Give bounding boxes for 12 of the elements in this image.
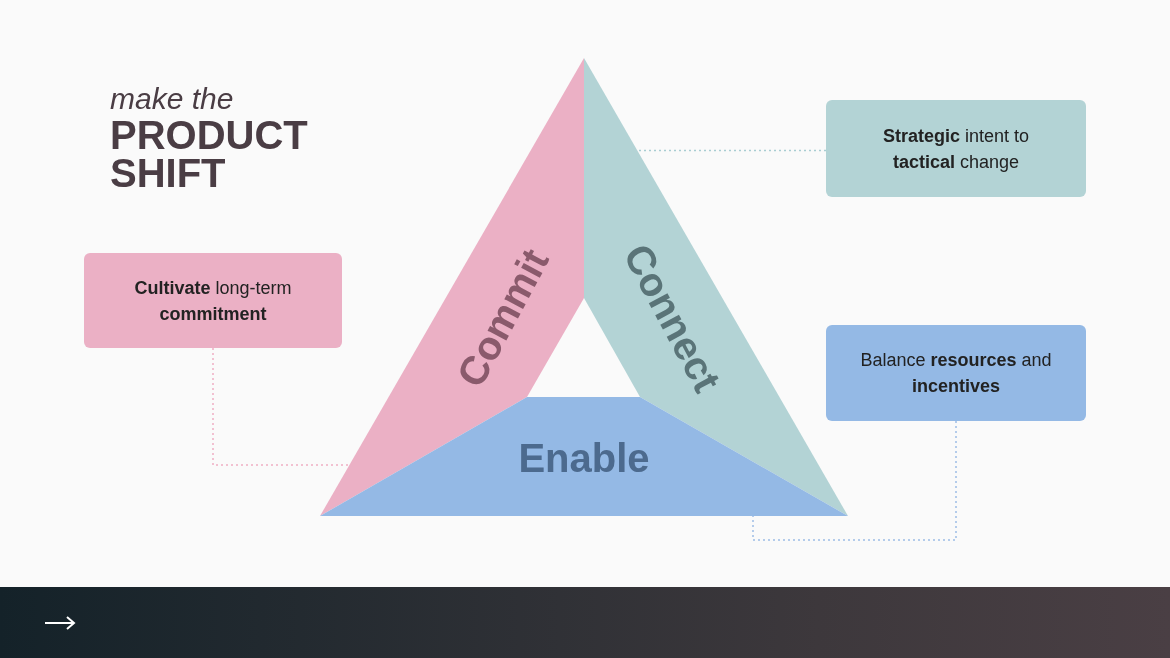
callout-text: Strategic intent to tactical change (881, 124, 1031, 174)
callout-text: Cultivate long-term commitment (133, 276, 293, 326)
callout-box (84, 253, 342, 348)
callout-box (826, 100, 1086, 197)
leader-line (636, 149, 827, 152)
callout-text: Balance resources and incentives (859, 349, 1053, 398)
title: make the PRODUCT SHIFT (110, 82, 309, 192)
callout-box (826, 325, 1086, 421)
leader-line (752, 420, 957, 541)
leader-line (212, 347, 351, 466)
segment-label: Enable (518, 435, 650, 481)
enable-segment (320, 397, 848, 516)
